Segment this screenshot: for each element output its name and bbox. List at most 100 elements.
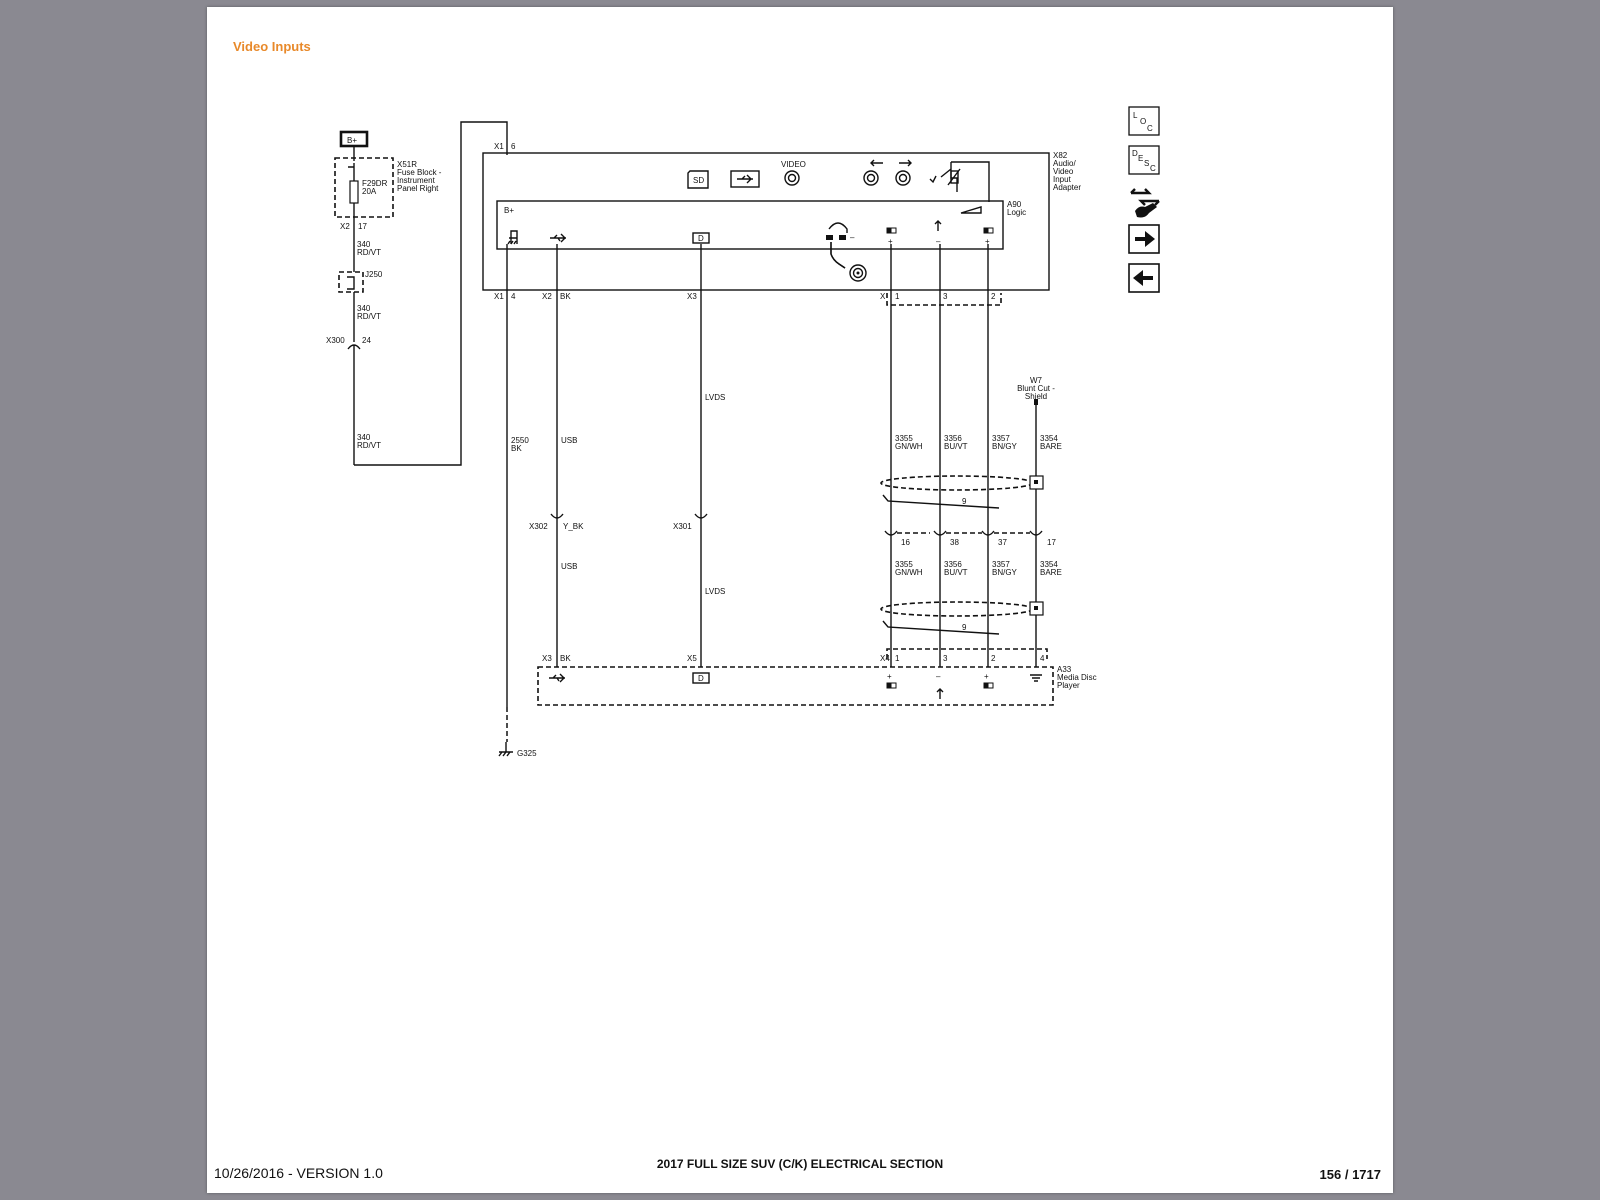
svg-text:–: – [850, 233, 855, 242]
volume-control-icon [929, 161, 990, 202]
shield-ellipse-bottom [880, 601, 1034, 617]
svg-text:E: E [1138, 154, 1143, 163]
svg-text:–: – [936, 237, 941, 246]
loc-button[interactable]: LOC [1128, 106, 1160, 136]
svg-text:X301: X301 [673, 522, 692, 531]
ground-player-icon [1030, 674, 1042, 682]
svg-text:X4: X4 [880, 654, 890, 663]
ground-inside-icon [507, 230, 518, 245]
adapter-outline [482, 152, 1050, 291]
prev-page-button[interactable] [1128, 263, 1160, 293]
svg-text:LVDS: LVDS [705, 393, 725, 402]
svg-text:9: 9 [962, 497, 967, 506]
svg-text:2: 2 [991, 292, 996, 301]
svg-text:G325: G325 [517, 749, 537, 758]
svg-text:3: 3 [943, 292, 948, 301]
footer-title: 2017 FULL SIZE SUV (C/K) ELECTRICAL SECT… [656, 1157, 944, 1171]
svg-text:X5: X5 [687, 654, 697, 663]
arrow-right-icon [1135, 231, 1155, 247]
svg-text:X2: X2 [542, 292, 552, 301]
svg-text:D: D [1132, 149, 1138, 158]
arrow-right-small-icon [899, 159, 912, 167]
svg-text:X302: X302 [529, 522, 548, 531]
svg-text:X2: X2 [340, 222, 350, 231]
svg-text:L: L [1133, 111, 1138, 120]
svg-text:+: + [984, 672, 989, 681]
svg-text:38: 38 [950, 538, 959, 547]
svg-text:4: 4 [511, 292, 516, 301]
svg-text:X3: X3 [687, 292, 697, 301]
svg-text:X1: X1 [494, 292, 504, 301]
page-number: 156 / 1717 [1319, 1167, 1381, 1182]
svg-text:+: + [985, 237, 990, 246]
ground-g325-icon [498, 742, 513, 757]
svg-text:D: D [698, 234, 704, 243]
arrow-left-icon [1133, 270, 1153, 286]
svg-text:+: + [888, 237, 893, 246]
splice-box [338, 271, 364, 293]
svg-text:17: 17 [358, 222, 367, 231]
svg-text:X300: X300 [326, 336, 345, 345]
usb-port-icon [730, 170, 760, 188]
audio-jack-right-icon [895, 170, 911, 186]
svg-text:USB: USB [561, 436, 577, 445]
connector-icon [1130, 188, 1160, 218]
svg-text:C: C [1147, 124, 1153, 133]
svg-text:24: 24 [362, 336, 371, 345]
arrow-up-inside-icon [934, 220, 942, 231]
x302-connector [550, 513, 564, 519]
svg-text:BK: BK [560, 654, 571, 663]
headphone-icon [828, 222, 848, 233]
usb-inside-icon [550, 233, 566, 243]
svg-text:3: 3 [943, 654, 948, 663]
svg-text:17: 17 [1047, 538, 1056, 547]
svg-text:Y_BK: Y_BK [563, 522, 584, 531]
svg-text:C: C [1150, 164, 1156, 173]
footer-date: 10/26/2016 - VERSION 1.0 [214, 1165, 383, 1181]
svg-text:B+: B+ [504, 206, 514, 215]
connector-button[interactable] [1130, 188, 1160, 218]
svg-text:D: D [698, 674, 704, 683]
svg-text:4: 4 [1040, 654, 1045, 663]
svg-text:VIDEO: VIDEO [781, 160, 806, 169]
svg-text:SD: SD [693, 176, 704, 185]
svg-text:2: 2 [991, 654, 996, 663]
svg-text:37: 37 [998, 538, 1007, 547]
svg-text:BK: BK [560, 292, 571, 301]
digital-port-icon [692, 232, 710, 244]
fuse-block-outline [334, 157, 394, 218]
svg-text:16: 16 [901, 538, 910, 547]
battery-label: B+ [347, 136, 357, 145]
svg-text:+: + [887, 672, 892, 681]
svg-text:1: 1 [895, 654, 900, 663]
next-page-button[interactable] [1128, 224, 1160, 254]
svg-text:X3: X3 [542, 654, 552, 663]
digital-player-icon [692, 672, 710, 684]
audio-jack-left-icon [863, 170, 879, 186]
video-jack-icon [784, 170, 800, 186]
arrow-up-player-icon [936, 688, 944, 699]
svg-text:X: X [880, 292, 886, 301]
sd-card-icon [687, 170, 709, 189]
